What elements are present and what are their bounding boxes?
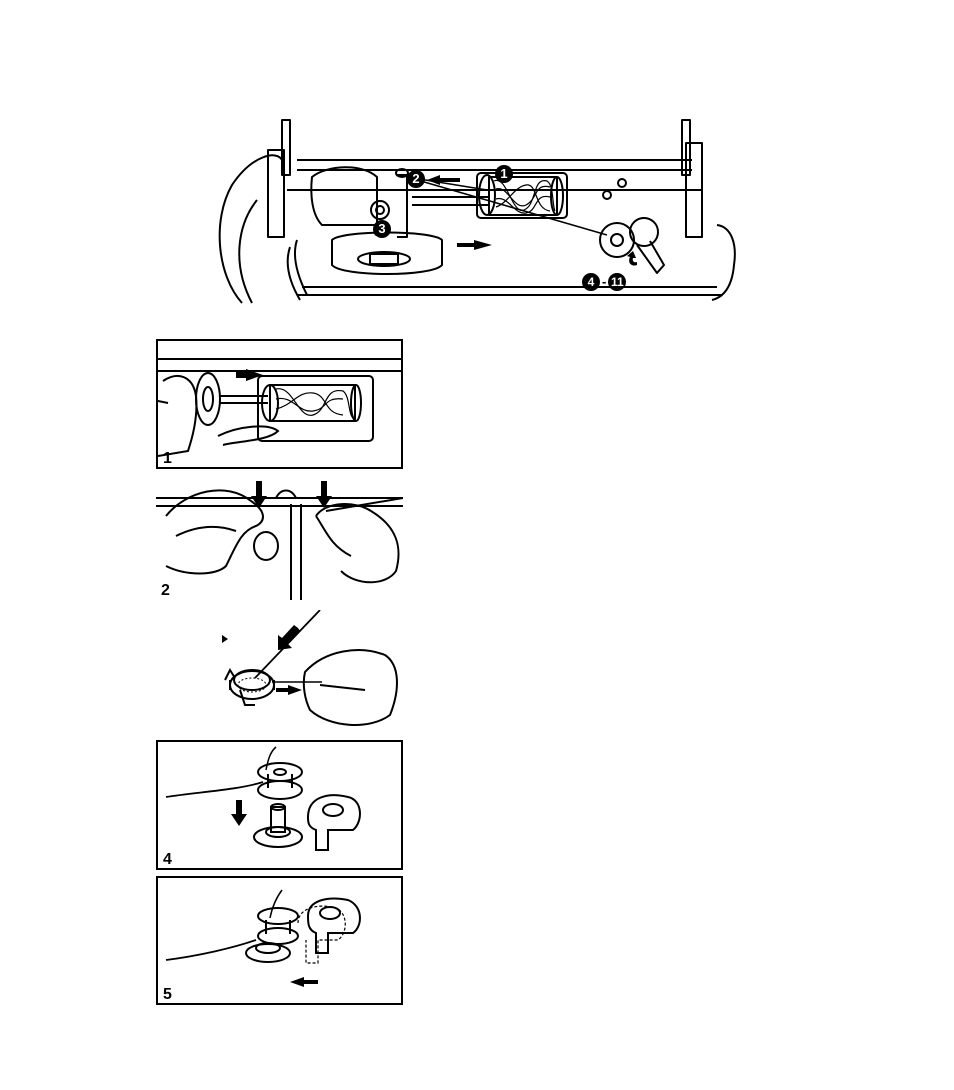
callout-1: 1 (495, 165, 513, 183)
step-5-number: 5 (163, 987, 172, 1003)
thread-through-bobbin-hole-icon (210, 610, 400, 734)
step-3-panel (210, 610, 400, 734)
machine-top-view-illustration: 1 2 3 4 - 11 (212, 115, 752, 307)
thread-spool-on-pin-icon (158, 341, 401, 467)
machine-top-view-drawing (212, 115, 752, 307)
callout-4: 4 (582, 273, 600, 291)
step-4-number: 4 (163, 852, 172, 868)
callout-2: 2 (407, 170, 425, 188)
callout-range-dash: - (602, 273, 606, 291)
callout-3: 3 (373, 220, 391, 238)
thread-through-guide-icon (156, 476, 403, 600)
step-1-number: 1 (163, 451, 172, 467)
step-1-panel: 1 (156, 339, 403, 469)
bobbin-on-winder-shaft-icon (158, 742, 401, 868)
step-4-panel: 4 (156, 740, 403, 870)
callout-4-11: 4 - 11 (582, 273, 626, 291)
step-5-panel: 5 (156, 876, 403, 1005)
step-2-number: 2 (161, 583, 170, 599)
callout-11: 11 (608, 273, 626, 291)
push-bobbin-winder-icon (158, 878, 401, 1003)
step-2-panel: 2 (156, 476, 403, 600)
